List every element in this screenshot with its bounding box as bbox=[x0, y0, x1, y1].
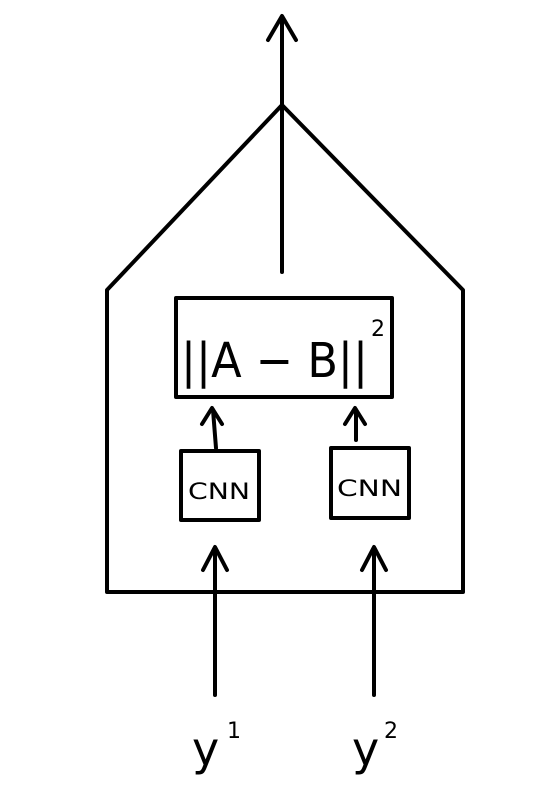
right-feature-arrow-head bbox=[343, 406, 367, 426]
left-input-superscript: 1 bbox=[227, 719, 241, 744]
module-outline bbox=[105, 103, 465, 594]
right-input-label: y bbox=[352, 722, 379, 776]
left-feature-arrow-shaft bbox=[211, 408, 218, 450]
distance-label: ||A − B|| bbox=[181, 333, 368, 389]
left-feature-arrow-head bbox=[200, 406, 224, 426]
distance-box bbox=[174, 296, 394, 399]
right-input-arrow-head bbox=[360, 545, 388, 572]
left-cnn-box bbox=[179, 449, 261, 522]
left-input-arrow-head bbox=[201, 545, 229, 572]
left-cnn-label: CNN bbox=[188, 480, 250, 505]
right-cnn-label: CNN bbox=[337, 477, 402, 502]
distance-exponent: 2 bbox=[371, 317, 385, 342]
output-arrow-head bbox=[266, 14, 298, 42]
left-input-label: y bbox=[192, 722, 219, 776]
right-input-superscript: 2 bbox=[384, 719, 398, 744]
right-cnn-box bbox=[329, 446, 411, 520]
